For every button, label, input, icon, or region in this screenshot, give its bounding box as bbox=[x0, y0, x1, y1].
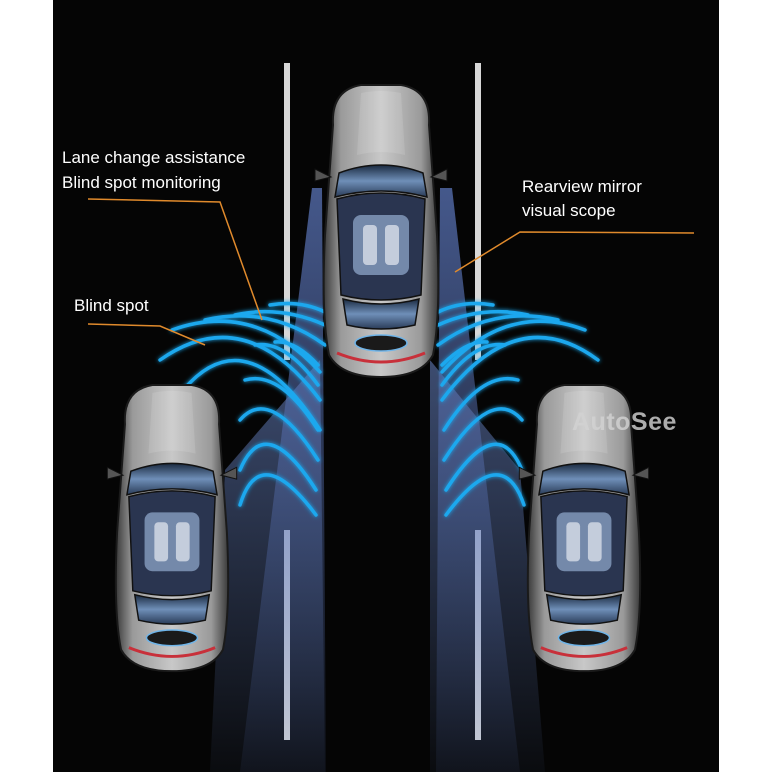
label-visual-scope: visual scope bbox=[522, 201, 616, 220]
leader-lines bbox=[87, 198, 695, 346]
sensor-wave-icon bbox=[436, 301, 600, 517]
car-icon bbox=[313, 83, 449, 379]
label-blind-spot-monitoring: Blind spot monitoring bbox=[62, 173, 221, 192]
car-icon bbox=[105, 383, 239, 673]
watermark-autosee: AutoSee bbox=[572, 408, 677, 436]
label-blind-spot: Blind spot bbox=[74, 296, 149, 315]
label-rearview-mirror: Rearview mirror bbox=[522, 177, 642, 196]
sensor-wave-icon bbox=[158, 301, 327, 517]
label-lane-change-assistance: Lane change assistance bbox=[62, 148, 246, 167]
